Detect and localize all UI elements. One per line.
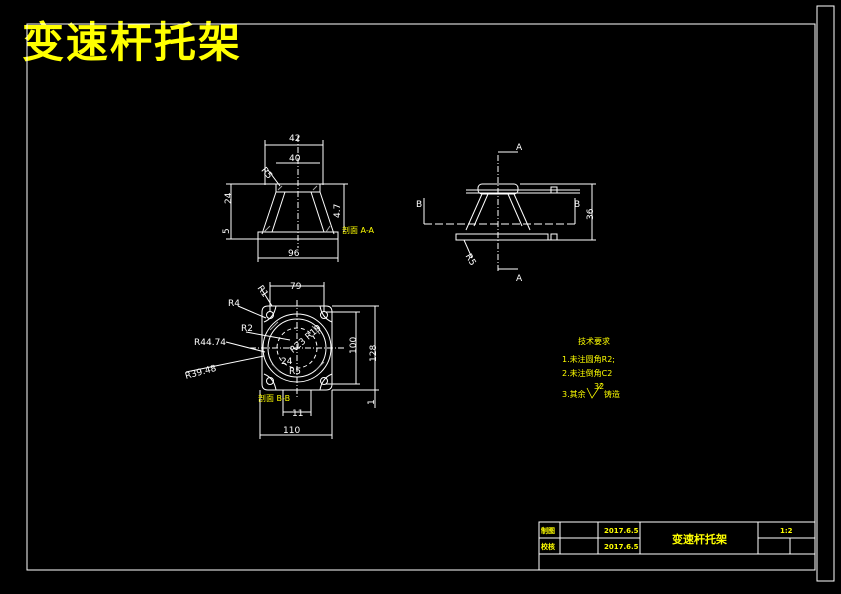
plan-dim-r5: R5 <box>289 367 301 377</box>
tech-req-item-1: 1.未注圆角R2; <box>562 354 615 364</box>
plan-dim-79: 79 <box>290 282 302 292</box>
plan-dim-r23: R23 <box>288 337 308 356</box>
title-block <box>538 521 816 571</box>
plan-dim-1: 1 <box>367 399 377 405</box>
side-cut-a-bottom: A <box>516 274 523 284</box>
title-block-checked-label: 校核 <box>541 542 555 551</box>
right-margin-frame <box>816 5 835 582</box>
title-block-date-1: 2017.6.5 <box>604 527 639 535</box>
tech-req-item-3-value: 32 <box>594 382 604 391</box>
plan-dim-128: 128 <box>369 345 379 362</box>
inner-frame <box>26 23 816 571</box>
drawing-title: 变速杆托架 <box>22 18 243 67</box>
front-view <box>226 136 348 262</box>
plan-dim-r44: R44.74 <box>194 338 226 348</box>
plan-dim-100: 100 <box>349 337 359 354</box>
surface-finish-symbol-icon <box>586 382 603 399</box>
front-dim-r5: R5 <box>259 166 274 182</box>
plan-dim-24: 24 <box>281 357 293 367</box>
side-cut-a-top: A <box>516 143 523 153</box>
plan-dim-r19: R19 <box>304 323 324 342</box>
front-section-label: 剖面 A-A <box>342 225 375 235</box>
plan-dim-r4: R4 <box>228 299 240 309</box>
side-cut-b-right: B <box>574 200 580 210</box>
plan-dim-r1: R1 <box>255 284 270 300</box>
plan-dim-110: 110 <box>283 426 300 436</box>
plan-view <box>185 282 379 439</box>
side-dim-r5: R5 <box>463 252 478 267</box>
plan-dim-r39: R39.48 <box>184 364 218 382</box>
tech-req-heading: 技术要求 <box>578 336 610 346</box>
plan-dim-r2: R2 <box>241 324 253 334</box>
front-dim-24: 24 <box>224 192 234 204</box>
side-view <box>423 151 596 272</box>
tech-requirements: 技术要求 1.未注圆角R2; 2.未注倒角C2 3.其余 32 铸造 <box>562 336 620 399</box>
title-block-scale: 1:2 <box>780 527 793 535</box>
front-dim-40: 40 <box>289 154 301 164</box>
tech-req-item-3-prefix: 3.其余 <box>562 389 586 399</box>
plan-dim-11: 11 <box>292 409 303 419</box>
side-dim-36: 36 <box>586 208 596 220</box>
front-dim-96: 96 <box>288 249 300 259</box>
title-block-part-name: 变速杆托架 <box>672 532 727 546</box>
tech-req-item-3-suffix: 铸造 <box>604 389 620 399</box>
front-dim-42: 42 <box>289 134 300 144</box>
title-block-date-2: 2017.6.5 <box>604 543 639 551</box>
front-dim-5: 5 <box>222 228 232 234</box>
front-dim-4-7: 4.7 <box>333 204 343 218</box>
plan-section-label: 剖面 B-B <box>258 393 290 403</box>
side-cut-b-left: B <box>416 200 422 210</box>
tech-req-item-2: 2.未注倒角C2 <box>562 368 612 378</box>
title-block-drawn-label: 制图 <box>541 526 555 535</box>
